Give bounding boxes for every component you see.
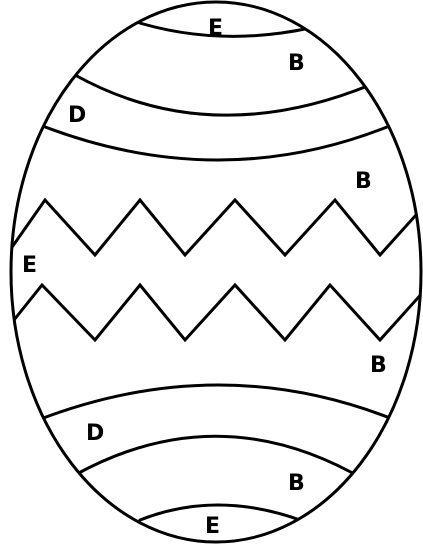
label-middle-lower-right: B — [370, 353, 387, 378]
egg-outline — [11, 2, 421, 542]
label-zigzag-band: E — [22, 253, 37, 278]
upper-band-top-line — [75, 75, 370, 115]
lower-band-top-line — [38, 385, 395, 420]
lower-band-bottom-line — [75, 436, 365, 480]
upper-zigzag-line — [10, 200, 423, 255]
upper-band-bottom-line — [40, 125, 392, 160]
label-lower-band-left: D — [86, 421, 104, 446]
label-top-cap: E — [208, 16, 223, 41]
label-upper-band-left: D — [68, 103, 86, 128]
label-upper-band-right: B — [288, 51, 305, 76]
label-middle-upper-right: B — [355, 169, 372, 194]
lower-zigzag-line — [10, 285, 423, 340]
label-lower-band-right: B — [288, 471, 305, 496]
label-bottom-cap: E — [205, 514, 220, 539]
